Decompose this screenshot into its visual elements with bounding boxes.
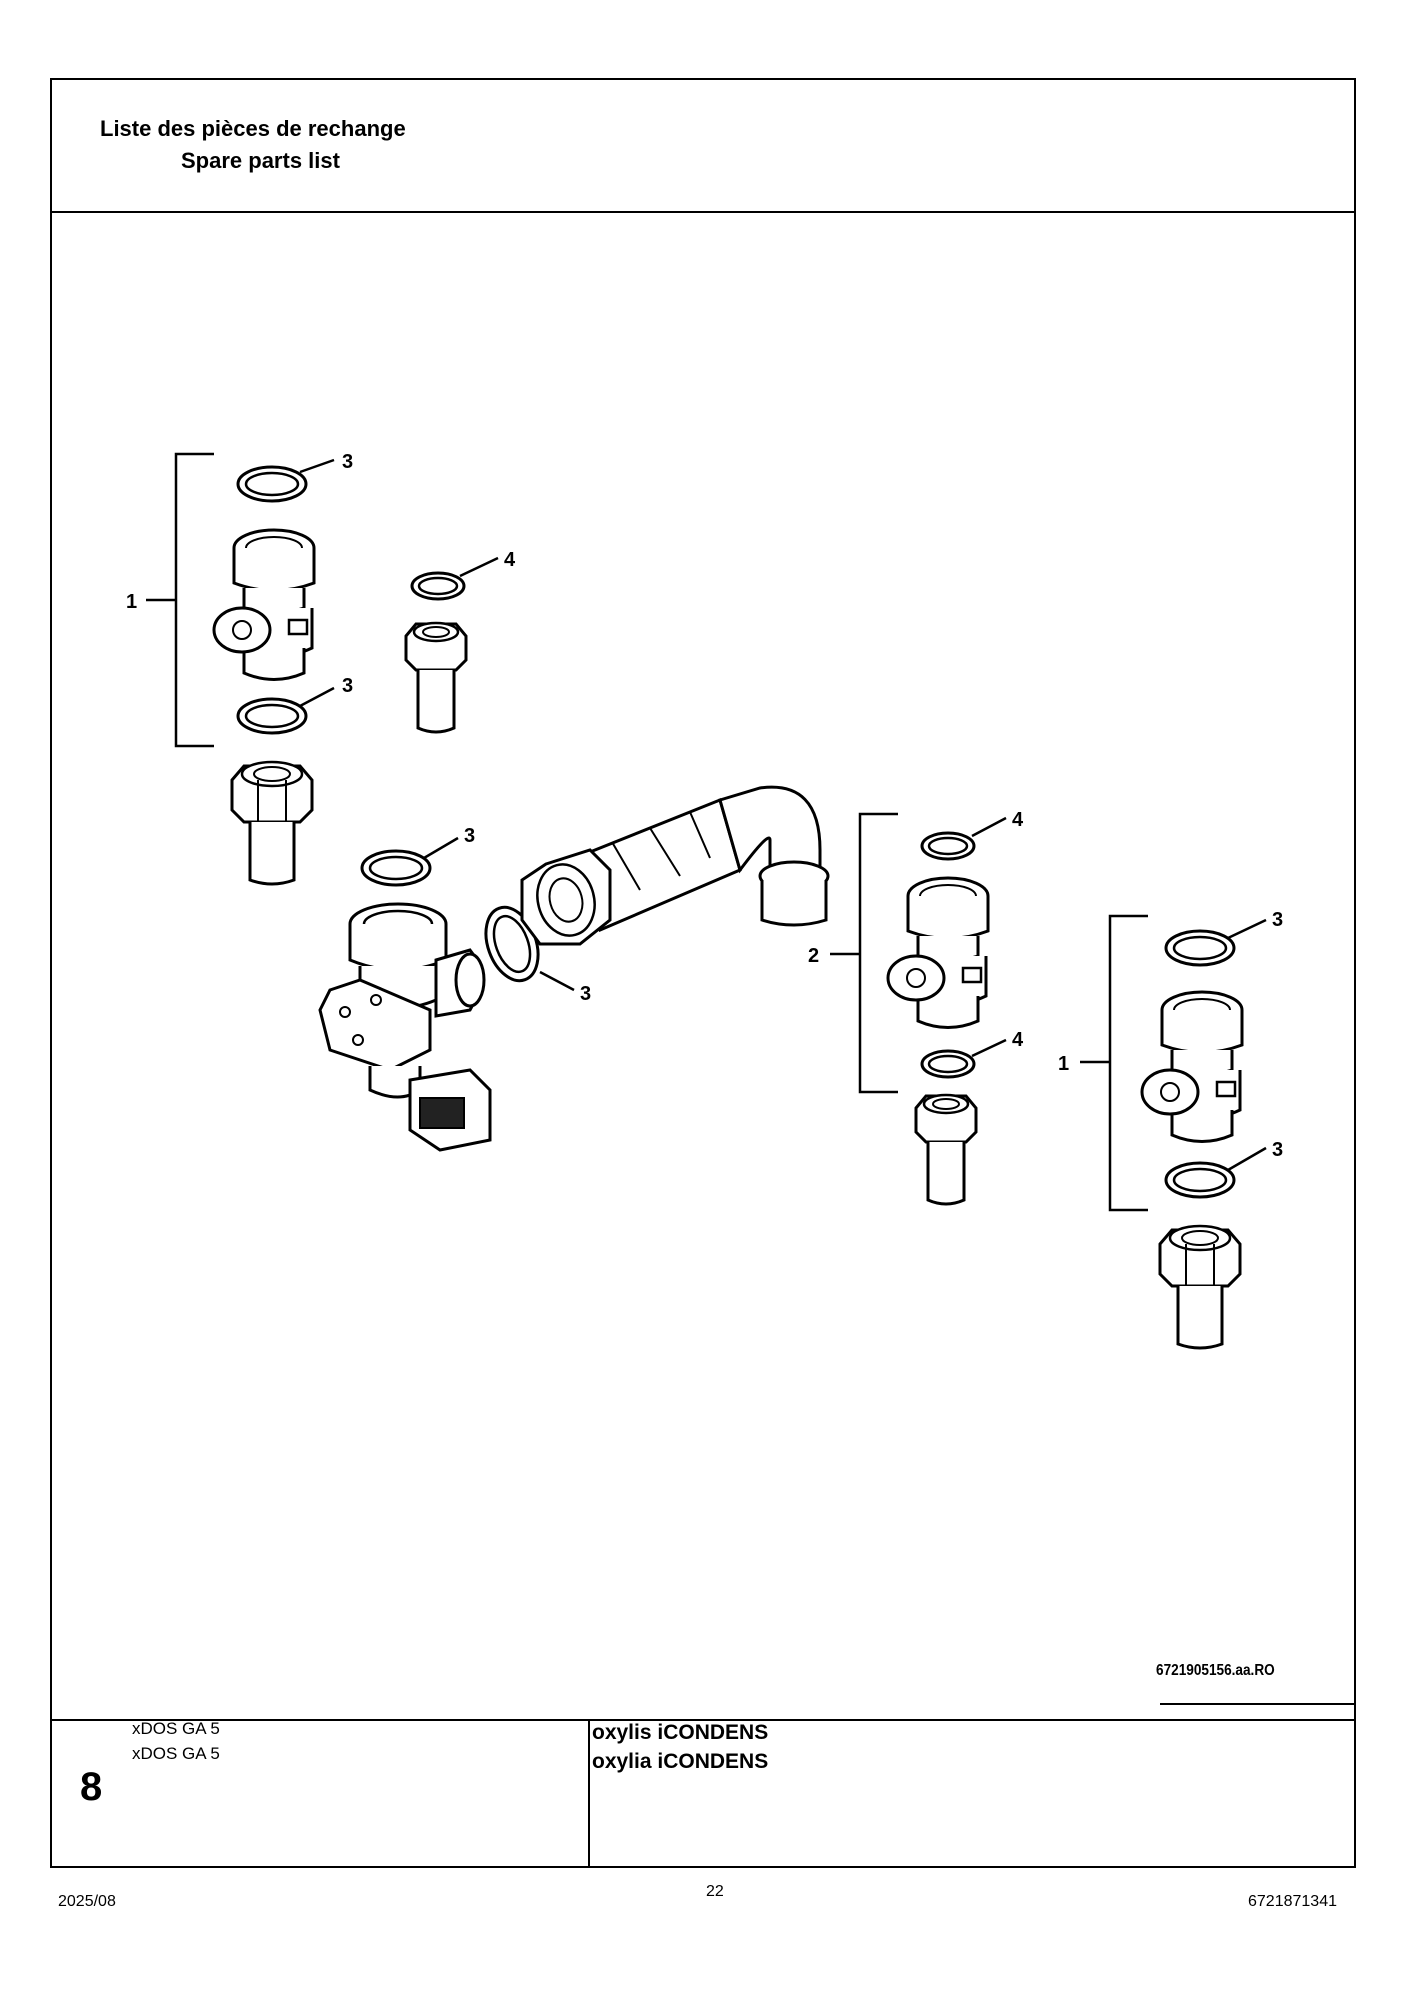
section-number: 8 (80, 1765, 103, 1809)
callout-4-group2-top: 4 (1012, 809, 1024, 831)
fitting-upper-small (404, 621, 468, 734)
fitting-left-large (230, 760, 314, 886)
product-name-2: oxylia iCONDENS (592, 1750, 769, 1773)
callout-4-upper: 4 (504, 549, 516, 571)
info-block-divider (50, 1719, 1356, 1721)
footer-doc-number: 6721871341 (1248, 1893, 1337, 1910)
page-title-en: Spare parts list (181, 148, 340, 173)
seal-4-upper (410, 571, 466, 601)
callout-3-left-bottom: 3 (342, 675, 353, 697)
drain-valve-assembly (318, 902, 492, 1152)
callout-3-hose: 3 (580, 983, 591, 1005)
page-title-fr: Liste des pièces de rechange (100, 116, 406, 141)
callout-3-right-top: 3 (1272, 909, 1283, 931)
callout-3-left-top: 3 (342, 451, 353, 473)
product-name-1: oxylis iCONDENS (592, 1721, 769, 1744)
page-frame (50, 78, 1356, 1868)
callout-3-center: 3 (464, 825, 475, 847)
fitting-group2 (914, 1093, 978, 1206)
callout-4-group2-bottom: 4 (1012, 1029, 1024, 1051)
callout-2: 2 (808, 945, 819, 967)
exploded-parts-diagram: 1 3 3 4 3 3 (126, 451, 1354, 1705)
model-code-1: xDOS GA 5 (132, 1719, 220, 1738)
fitting-right-large (1158, 1224, 1242, 1350)
drawing-id: 6721905156.aa.RO (1156, 1662, 1275, 1679)
group-2: 2 4 4 (808, 809, 1024, 1094)
group-1-right: 1 3 3 (1058, 909, 1283, 1212)
footer-page-number: 22 (706, 1883, 724, 1900)
header-divider (50, 211, 1356, 213)
bend-pipe (520, 785, 830, 946)
callout-1-right: 1 (1058, 1053, 1069, 1075)
footer-date: 2025/08 (58, 1893, 116, 1910)
seal-3-center (360, 849, 432, 887)
model-code-2: xDOS GA 5 (132, 1744, 220, 1763)
callout-1-left: 1 (126, 591, 137, 613)
info-block-column-divider (588, 1719, 590, 1868)
group-1-left: 1 3 3 (126, 451, 353, 748)
callout-3-right-bottom: 3 (1272, 1139, 1283, 1161)
